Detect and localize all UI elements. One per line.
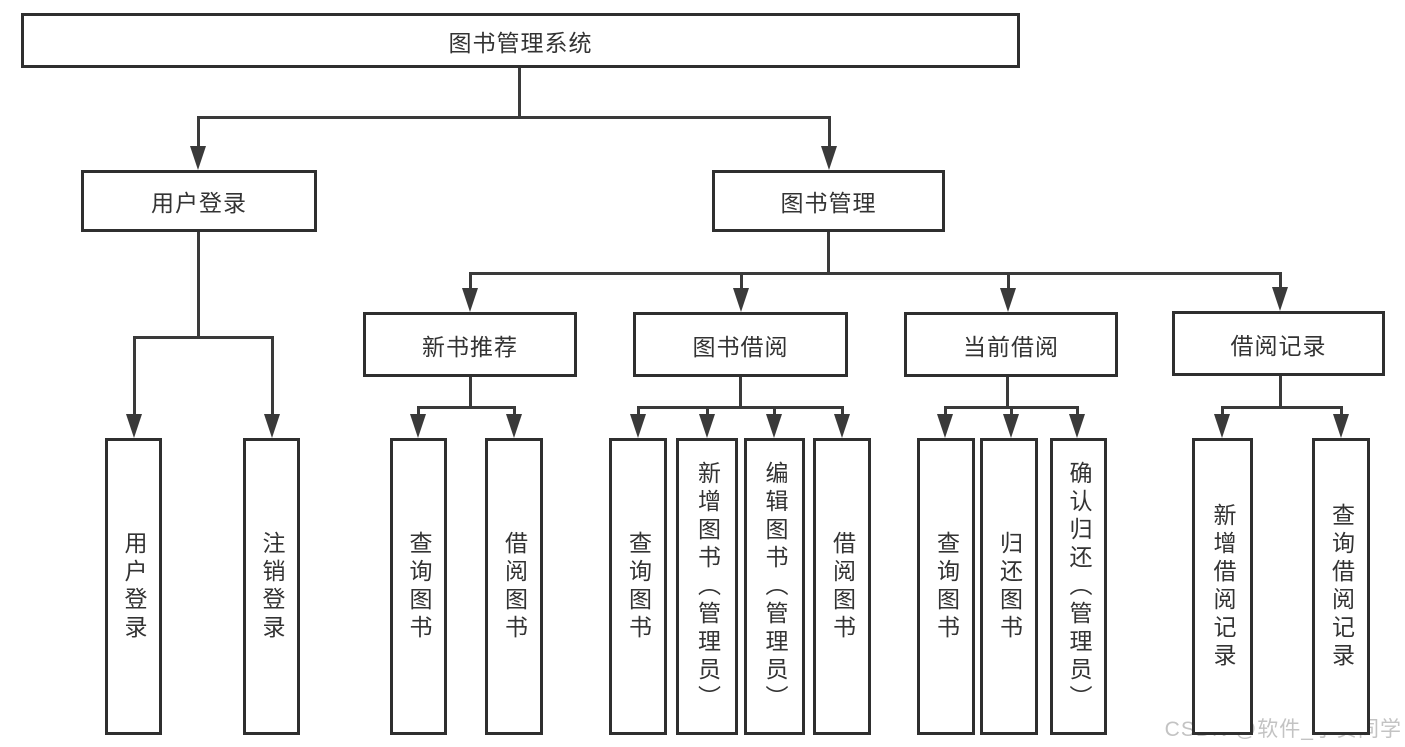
node-label: 归还图书 xyxy=(996,530,1023,643)
arrowhead-icon xyxy=(937,414,953,438)
arrowhead-icon xyxy=(699,414,715,438)
arrowhead-icon xyxy=(834,414,850,438)
node-query-books-borrow: 查询图书 xyxy=(609,438,667,735)
connector-arrow-shaft xyxy=(636,406,640,416)
connector-arrow-shaft xyxy=(739,272,743,290)
node-borrow-books-borrow: 借阅图书 xyxy=(813,438,871,735)
node-label: 当前借阅 xyxy=(963,333,1059,360)
connector-arrow-shaft xyxy=(772,406,776,416)
node-label: 新增借阅记录 xyxy=(1210,502,1236,671)
node-edit-books-admin: 编辑图书（管理员） xyxy=(744,438,805,735)
connector-line xyxy=(469,377,472,409)
connector-arrow-shaft xyxy=(1075,406,1079,416)
connector-line xyxy=(197,232,200,338)
connector-line xyxy=(1279,376,1282,408)
connector-arrow-shaft xyxy=(705,406,709,416)
node-label: 查询图书 xyxy=(406,530,432,643)
arrowhead-icon xyxy=(410,414,426,438)
node-label: 用户登录 xyxy=(121,530,147,643)
connector-line xyxy=(1221,406,1343,409)
node-borrow-books-recommend: 借阅图书 xyxy=(485,438,543,735)
connector-line xyxy=(197,116,831,119)
node-system-root: 图书管理系统 xyxy=(21,13,1020,68)
node-label: 图书管理系统 xyxy=(448,29,593,56)
node-label: 编辑图书（管理员） xyxy=(762,460,788,713)
connector-arrow-shaft xyxy=(1220,406,1224,416)
connector-line xyxy=(1006,377,1009,408)
arrowhead-icon xyxy=(1000,288,1016,312)
node-label: 图书管理 xyxy=(780,190,877,216)
arrowhead-icon xyxy=(630,414,646,438)
connector-arrow-shaft xyxy=(1009,406,1013,416)
arrowhead-icon xyxy=(506,414,522,438)
node-add-borrow-record: 新增借阅记录 xyxy=(1192,438,1253,735)
node-user-login-leaf: 用户登录 xyxy=(105,438,162,735)
node-return-books: 归还图书 xyxy=(980,438,1038,735)
connector-arrow-shaft xyxy=(512,406,516,416)
connector-line xyxy=(637,406,844,409)
arrowhead-icon xyxy=(462,288,478,312)
node-user-login: 用户登录 xyxy=(81,170,317,232)
connector-arrow-shaft xyxy=(468,272,472,290)
node-book-management: 图书管理 xyxy=(712,170,945,232)
node-label: 注销登录 xyxy=(259,530,285,643)
node-query-books-recommend: 查询图书 xyxy=(390,438,447,735)
node-label: 借阅图书 xyxy=(829,530,856,643)
connector-line xyxy=(417,406,516,409)
arrowhead-icon xyxy=(1214,414,1230,438)
node-new-book-recommend: 新书推荐 xyxy=(363,312,577,377)
node-current-borrowing: 当前借阅 xyxy=(904,312,1118,377)
arrowhead-icon xyxy=(733,288,749,312)
arrowhead-icon xyxy=(264,414,280,438)
connector-arrow-shaft xyxy=(840,406,844,416)
node-label: 查询借阅记录 xyxy=(1328,502,1355,671)
node-book-borrowing: 图书借阅 xyxy=(633,312,848,377)
connector-arrow-shaft xyxy=(943,406,947,416)
node-logout-leaf: 注销登录 xyxy=(243,438,300,735)
arrowhead-icon xyxy=(1003,414,1019,438)
node-query-books-current: 查询图书 xyxy=(917,438,975,735)
connector-arrow-shaft xyxy=(132,336,136,416)
connector-line xyxy=(133,336,273,339)
connector-line xyxy=(739,377,742,409)
connector-arrow-shaft xyxy=(1278,272,1282,289)
arrowhead-icon xyxy=(821,146,837,170)
node-label: 新增图书（管理员） xyxy=(694,460,721,713)
node-query-borrow-record: 查询借阅记录 xyxy=(1312,438,1370,735)
node-borrowing-records: 借阅记录 xyxy=(1172,311,1385,376)
arrowhead-icon xyxy=(126,414,142,438)
connector-line xyxy=(469,272,1282,275)
node-label: 新书推荐 xyxy=(422,333,518,360)
arrowhead-icon xyxy=(766,414,782,438)
connector-line xyxy=(827,232,830,274)
node-add-books-admin: 新增图书（管理员） xyxy=(676,438,738,735)
connector-arrow-shaft xyxy=(1339,406,1343,416)
node-label: 借阅记录 xyxy=(1230,332,1327,359)
connector-arrow-shaft xyxy=(827,116,831,148)
node-confirm-return-admin: 确认归还（管理员） xyxy=(1050,438,1107,735)
node-label: 用户登录 xyxy=(151,190,247,216)
node-label: 图书借阅 xyxy=(692,333,789,360)
connector-line xyxy=(518,68,521,118)
connector-arrow-shaft xyxy=(416,406,420,416)
arrowhead-icon xyxy=(1333,414,1349,438)
arrowhead-icon xyxy=(190,146,206,170)
arrowhead-icon xyxy=(1272,287,1288,311)
connector-arrow-shaft xyxy=(1006,272,1010,290)
node-label: 确认归还（管理员） xyxy=(1066,460,1092,713)
node-label: 借阅图书 xyxy=(501,530,528,643)
connector-arrow-shaft xyxy=(270,336,274,416)
node-label: 查询图书 xyxy=(933,530,960,643)
node-label: 查询图书 xyxy=(625,530,652,643)
arrowhead-icon xyxy=(1069,414,1085,438)
connector-arrow-shaft xyxy=(196,116,200,148)
